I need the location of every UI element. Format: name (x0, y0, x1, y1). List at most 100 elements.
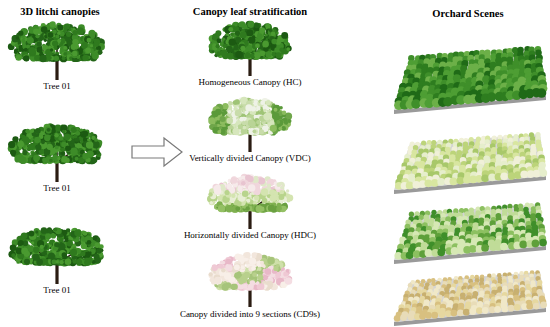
leaf-cluster (65, 259, 71, 265)
leaf-cluster (254, 23, 260, 29)
leaf-cluster (33, 247, 38, 252)
leaf-cluster (47, 32, 54, 39)
leaf-cluster (85, 47, 91, 53)
leaf-cluster (282, 111, 286, 115)
leaf-cluster (239, 44, 246, 51)
leaf-cluster (72, 51, 78, 57)
leaf-cluster (17, 154, 24, 161)
leaf-cluster (34, 137, 40, 143)
leaf-cluster (21, 232, 28, 239)
leaf-cluster (227, 53, 234, 60)
leaf-cluster (70, 148, 78, 156)
leaf-cluster (61, 152, 64, 155)
leaf-cluster (76, 259, 82, 265)
leaf-cluster (44, 39, 47, 42)
leaf-cluster (235, 26, 239, 30)
leaf-cluster (76, 259, 82, 265)
leaf-cluster (45, 233, 51, 239)
leaf-cluster (31, 241, 35, 245)
leaf-cluster (82, 55, 88, 61)
leaf-cluster (59, 242, 62, 245)
leaf-cluster (83, 232, 88, 237)
leaf-cluster (74, 135, 78, 139)
leaf-cluster (14, 43, 18, 47)
leaf-cluster (233, 45, 238, 50)
leaf-cluster (271, 39, 277, 45)
leaf-cluster (24, 56, 30, 62)
leaf-cluster (24, 251, 30, 257)
leaf-cluster (34, 55, 40, 61)
leaf-cluster (228, 101, 232, 105)
leaf-cluster (57, 24, 63, 30)
leaf-cluster (33, 28, 39, 34)
leaf-cluster (57, 157, 60, 160)
leaf-cluster (12, 35, 19, 42)
leaf-cluster (40, 245, 44, 249)
leaf-cluster (37, 41, 42, 46)
leaf-cluster (54, 56, 59, 61)
leaf-cluster (208, 117, 215, 124)
leaf-cluster (46, 144, 52, 150)
leaf-cluster (230, 32, 233, 35)
leaf-cluster (51, 129, 56, 134)
leaf-cluster (50, 21, 56, 27)
leaf-cluster (10, 244, 17, 251)
leaf-cluster (76, 27, 84, 35)
leaf-cluster (247, 21, 254, 28)
leaf-cluster (49, 241, 53, 245)
leaf-cluster (243, 24, 247, 28)
leaf-cluster (28, 143, 35, 150)
leaf-cluster (35, 128, 41, 134)
leaf-cluster (53, 228, 57, 232)
leaf-cluster (73, 156, 79, 162)
leaf-cluster (276, 53, 281, 58)
leaf-cluster (96, 248, 101, 253)
leaf-cluster (64, 133, 71, 140)
leaf-cluster (70, 249, 77, 256)
leaf-cluster (254, 52, 260, 58)
leaf-cluster (216, 44, 220, 48)
leaf-cluster (63, 52, 67, 56)
leaf-cluster (235, 31, 240, 36)
leaf-cluster (255, 43, 260, 48)
leaf-cluster (217, 38, 222, 43)
tree-illustration (8, 21, 105, 80)
leaf-cluster (221, 50, 228, 57)
leaf-cluster (27, 152, 30, 155)
leaf-cluster (228, 110, 232, 114)
leaf-cluster (48, 252, 55, 259)
leaf-cluster (216, 51, 221, 56)
leaf-cluster (62, 130, 66, 134)
leaf-cluster (62, 252, 67, 257)
leaf-cluster (55, 260, 59, 264)
leaf-cluster (65, 145, 71, 151)
leaf-cluster (47, 128, 51, 132)
leaf-cluster (235, 51, 243, 59)
leaf-cluster (248, 119, 255, 126)
leaf-cluster (74, 229, 81, 236)
leaf-cluster (90, 132, 94, 136)
leaf-cluster (87, 240, 92, 245)
leaf-cluster (72, 39, 78, 45)
leaf-cluster (259, 27, 265, 33)
leaf-cluster (94, 138, 98, 142)
leaf-cluster (42, 158, 47, 163)
leaf-cluster (33, 246, 40, 253)
leaf-cluster (98, 248, 102, 252)
leaf-cluster (245, 52, 251, 58)
leaf-cluster (35, 34, 39, 38)
leaf-cluster (23, 55, 29, 61)
leaf-cluster (26, 44, 30, 48)
leaf-cluster (35, 230, 38, 233)
leaf-cluster (45, 126, 52, 133)
leaf-cluster (18, 56, 21, 59)
leaf-cluster (215, 30, 221, 36)
leaf-cluster (98, 50, 103, 55)
tree-illustration (209, 21, 292, 76)
leaf-cluster (8, 251, 15, 258)
leaf-cluster (81, 251, 86, 256)
leaf-cluster (86, 141, 93, 148)
leaf-cluster (246, 29, 253, 36)
leaf-cluster (57, 39, 61, 43)
leaf-cluster (88, 251, 91, 254)
